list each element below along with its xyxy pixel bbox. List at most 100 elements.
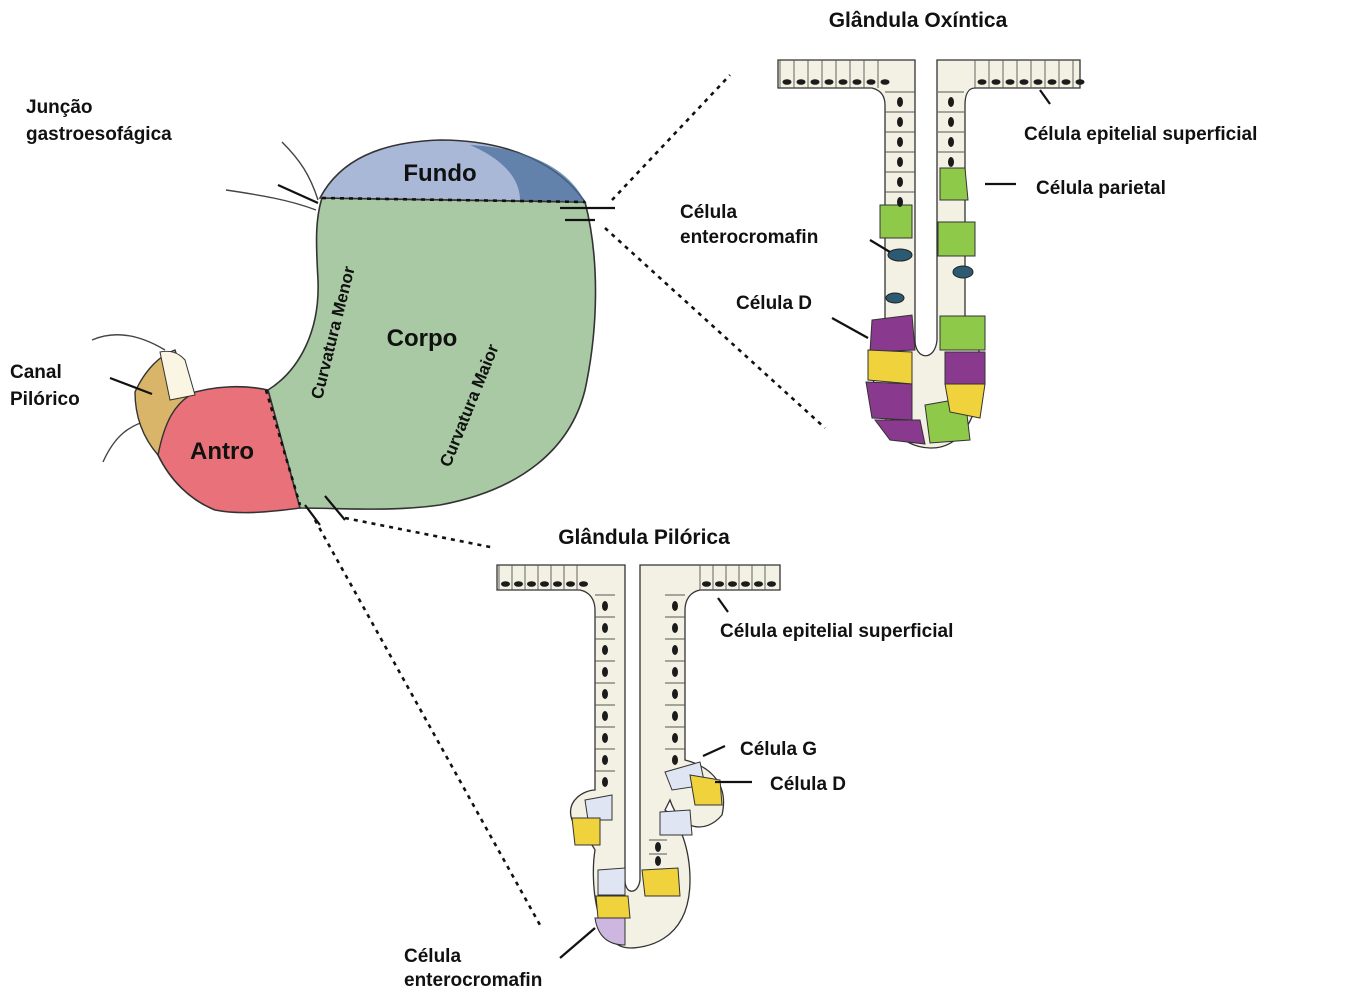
- fundus-label: Fundo: [403, 160, 476, 187]
- parietal-cell: [880, 205, 912, 238]
- pyloric-enterochromaffin-leader: [560, 928, 595, 958]
- nucleus: [811, 79, 820, 85]
- nucleus: [715, 581, 724, 587]
- nucleus: [839, 79, 848, 85]
- parietal-cell: [938, 222, 975, 256]
- chief-cell: [875, 420, 925, 444]
- nucleus: [655, 856, 661, 866]
- nucleus: [948, 137, 954, 147]
- parietal-cell: [940, 316, 985, 350]
- nucleus: [797, 79, 806, 85]
- g-cell-label: Célula G: [740, 739, 817, 760]
- nucleus: [948, 97, 954, 107]
- oxyntic-zoom-line-lower: [605, 228, 825, 428]
- nucleus: [655, 842, 661, 852]
- oxyntic-gland-title: Glândula Oxíntica: [829, 9, 1008, 32]
- body-label: Corpo: [387, 325, 458, 352]
- nucleus: [948, 157, 954, 167]
- nucleus: [602, 689, 608, 699]
- nucleus: [948, 117, 954, 127]
- nucleus: [1006, 79, 1015, 85]
- oxyntic-surface-epithelial-leader: [1040, 90, 1050, 104]
- nucleus: [501, 581, 510, 587]
- nucleus: [825, 79, 834, 85]
- pyloric-surface-epithelial-leader: [718, 598, 728, 612]
- nucleus: [881, 79, 890, 85]
- pyloric-zoom-line-upper: [345, 518, 495, 548]
- nucleus: [702, 581, 711, 587]
- nucleus: [1048, 79, 1057, 85]
- esophagus-outline: [226, 142, 318, 210]
- enterochromaffin-cell: [886, 293, 904, 303]
- nucleus: [992, 79, 1001, 85]
- nucleus: [1020, 79, 1029, 85]
- nucleus: [672, 711, 678, 721]
- parietal-label: Célula parietal: [1036, 178, 1166, 199]
- stomach: Fundo Corpo Antro Curvatura Menor Curvat…: [10, 97, 615, 525]
- nucleus: [897, 117, 903, 127]
- pyloric-canal-label-line2: Pilórico: [10, 389, 80, 410]
- nucleus: [897, 97, 903, 107]
- nucleus: [602, 755, 608, 765]
- chief-cell: [866, 382, 912, 420]
- oxyntic-surface-epithelial-label: Célula epitelial superficial: [1024, 124, 1257, 145]
- nucleus: [602, 601, 608, 611]
- nucleus: [767, 581, 776, 587]
- nucleus: [741, 581, 750, 587]
- nucleus: [602, 777, 608, 787]
- nucleus: [602, 623, 608, 633]
- nucleus: [672, 689, 678, 699]
- oxyntic-enterochromaffin-label-line2: enterocromafin: [680, 227, 818, 248]
- parietal-cell: [940, 168, 968, 200]
- nucleus: [867, 79, 876, 85]
- gej-label-line1: Junção: [26, 97, 93, 118]
- oxyntic-gland: Glândula Oxíntica Célula epitelial super…: [680, 9, 1257, 448]
- pyloric-d-cell-label: Célula D: [770, 774, 846, 795]
- chief-cell: [870, 315, 915, 352]
- nucleus: [897, 197, 903, 207]
- nucleus: [672, 645, 678, 655]
- d-cell: [868, 350, 912, 384]
- nucleus: [783, 79, 792, 85]
- g-cell: [660, 810, 692, 835]
- oxyntic-enterochromaffin-label-line1: Célula: [680, 202, 737, 223]
- pyloric-enterochromaffin-label-line1: Célula: [404, 946, 461, 967]
- nucleus: [602, 645, 608, 655]
- d-cell: [596, 896, 630, 918]
- nucleus: [728, 581, 737, 587]
- chief-cell: [945, 352, 985, 384]
- pyloric-gland: Glândula Pilórica Célula epitelial super…: [404, 526, 953, 991]
- nucleus: [853, 79, 862, 85]
- pyloric-surface-epithelial-label: Célula epitelial superficial: [720, 621, 953, 642]
- oxyntic-epithelium: [778, 60, 1080, 448]
- nucleus: [754, 581, 763, 587]
- oxyntic-zoom-line-upper: [612, 75, 730, 200]
- nucleus: [540, 581, 549, 587]
- oxyntic-d-cell-leader: [832, 318, 868, 338]
- oxyntic-d-cell-label: Célula D: [736, 293, 812, 314]
- nucleus: [602, 667, 608, 677]
- d-cell: [642, 868, 680, 896]
- nucleus: [1062, 79, 1071, 85]
- nucleus: [514, 581, 523, 587]
- nucleus: [602, 711, 608, 721]
- nucleus: [527, 581, 536, 587]
- nucleus: [602, 733, 608, 743]
- nucleus: [978, 79, 987, 85]
- antrum-label: Antro: [190, 438, 254, 465]
- enterochromaffin-cell: [888, 249, 912, 261]
- nucleus: [553, 581, 562, 587]
- nucleus: [1034, 79, 1043, 85]
- nucleus: [672, 667, 678, 677]
- pyloric-enterochromaffin-label-line2: enterocromafin: [404, 970, 542, 991]
- pyloric-gland-title: Glândula Pilórica: [558, 526, 730, 549]
- g-cell-leader: [703, 746, 725, 756]
- g-cell: [585, 795, 612, 820]
- d-cell: [690, 775, 722, 805]
- nucleus: [672, 623, 678, 633]
- nucleus: [672, 755, 678, 765]
- g-cell: [598, 868, 625, 895]
- nucleus: [1076, 79, 1085, 85]
- enterochromaffin-cell: [595, 918, 625, 945]
